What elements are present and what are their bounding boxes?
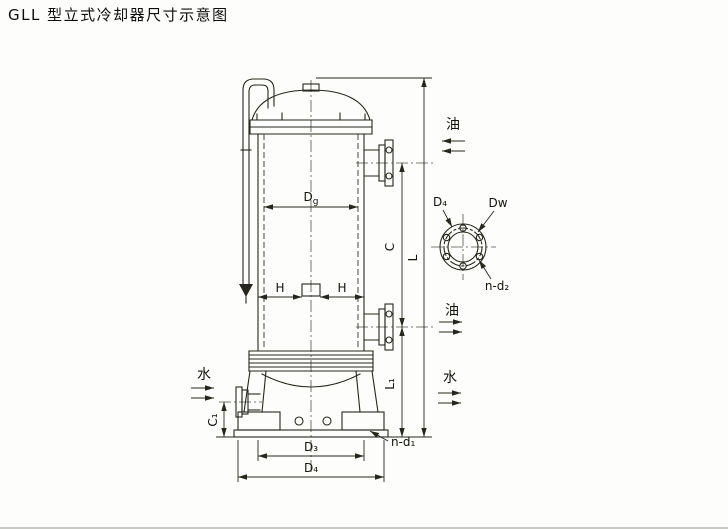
l-label: L xyxy=(406,254,420,261)
dome-cap xyxy=(302,83,320,92)
d3-label: D₃ xyxy=(304,440,318,454)
page-bottom-edge xyxy=(0,527,728,529)
h-right-label: H xyxy=(337,281,346,295)
detail-dw-label: Dw xyxy=(488,196,507,210)
fin-section xyxy=(248,350,374,372)
water-out-label: 水 xyxy=(443,370,457,386)
bolt-hole xyxy=(442,233,451,242)
oil-out-label: 油 xyxy=(445,303,459,319)
anchor-hole xyxy=(322,416,332,426)
drain-valve-icon xyxy=(239,284,253,297)
dimension-lines xyxy=(191,77,495,482)
drawing-title: GLL 型立式冷却器尺寸示意图 xyxy=(8,6,229,24)
bolt-hole xyxy=(475,233,484,242)
labels: Dg H H C L L₁ C₁ D₃ D₄ n-d₁ 油 油 水 水 D₄ D… xyxy=(197,117,509,475)
bolt-hole xyxy=(442,252,451,261)
support-base xyxy=(233,370,389,438)
dg-label: Dg xyxy=(304,190,319,207)
detail-d4-label: D₄ xyxy=(433,195,447,209)
bottom-head xyxy=(261,373,361,388)
nd1-label: n-d₁ xyxy=(391,435,416,449)
bolt-hole xyxy=(475,252,484,261)
vessel-body xyxy=(249,83,373,352)
oil-in-label: 油 xyxy=(446,117,460,133)
c1-label: C₁ xyxy=(206,413,220,426)
c-label: C xyxy=(383,243,397,251)
base-plate xyxy=(233,429,389,438)
anchor-hole xyxy=(294,416,304,426)
dome-head xyxy=(251,89,371,121)
oil-outlet-nozzle xyxy=(363,303,394,351)
water-inlet-nozzle xyxy=(235,386,261,418)
flange-detail-view xyxy=(439,223,487,271)
sight-glass xyxy=(301,283,321,297)
oil-inlet-nozzle xyxy=(363,139,394,187)
vent-pipe xyxy=(239,78,275,304)
water-in-label: 水 xyxy=(197,367,211,383)
right-foot-pad xyxy=(341,411,385,431)
detail-nd2-label: n-d₂ xyxy=(485,279,510,293)
d4-label: D₄ xyxy=(304,461,318,475)
detail-dw-leader xyxy=(477,210,495,233)
nd1-leader xyxy=(369,430,389,442)
bolt-hole xyxy=(459,262,467,270)
h-left-label: H xyxy=(275,281,284,295)
detail-d4-leader xyxy=(442,209,453,228)
bolt-hole xyxy=(459,224,467,232)
left-foot-pad xyxy=(237,411,281,431)
l1-label: L₁ xyxy=(383,378,397,390)
bolt-circle xyxy=(443,227,483,267)
tube-bundle-lines xyxy=(263,134,359,350)
centerlines xyxy=(219,80,496,472)
detail-nd2-leader xyxy=(478,259,492,280)
